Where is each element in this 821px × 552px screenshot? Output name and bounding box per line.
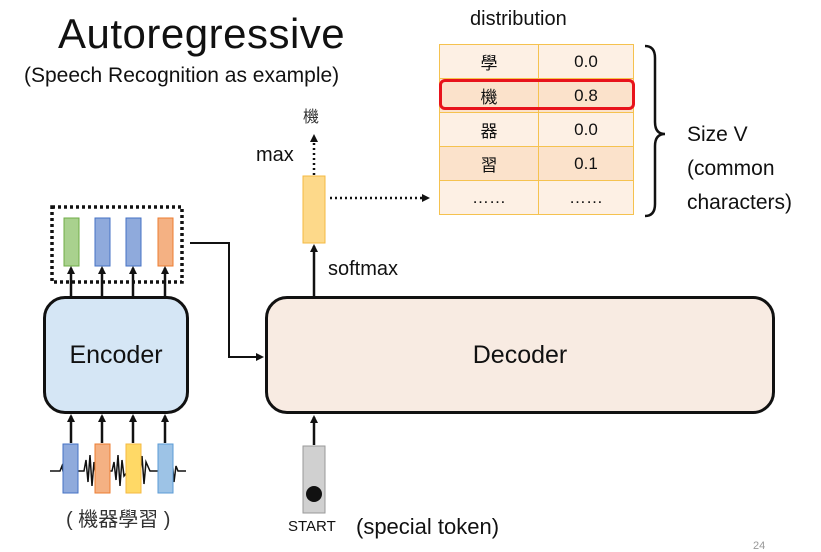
encoder-block: Encoder — [43, 296, 189, 414]
table-row: 習 0.1 — [439, 146, 634, 181]
decoder-block: Decoder — [265, 296, 775, 414]
encoder-output-box — [50, 205, 184, 284]
encoder-output-vector — [125, 217, 142, 267]
table-row: 學 0.0 — [439, 44, 634, 79]
size-note-line: Size V — [687, 123, 748, 146]
encoder-input-vector — [157, 443, 174, 494]
encoder-output-vector — [63, 217, 80, 267]
distribution-table: 學 0.0 機 0.8 器 0.0 習 0.1 …… …… — [439, 44, 634, 215]
softmax-label: softmax — [328, 258, 399, 280]
start-token-vector — [302, 445, 326, 514]
max-highlight-box — [439, 79, 635, 110]
encoder-label: Encoder — [69, 340, 163, 369]
table-row: 器 0.0 — [439, 112, 634, 147]
output-character: 機 — [303, 109, 320, 126]
prob-cell: 0.0 — [538, 44, 634, 79]
input-caption: ( 機器學習 ) — [66, 509, 171, 531]
size-brace — [644, 44, 666, 218]
prob-cell: 0.0 — [538, 112, 634, 147]
slide-subtitle: (Speech Recognition as example) — [24, 64, 340, 87]
encoder-input-vector — [125, 443, 142, 494]
decoder-label: Decoder — [472, 340, 568, 369]
size-note-line: (common — [687, 157, 775, 180]
max-label: max — [256, 144, 294, 166]
size-note: Size V (common characters) — [687, 118, 792, 220]
prob-cell: 0.1 — [538, 146, 634, 181]
encoder-output-vector — [94, 217, 111, 267]
start-token-dot — [306, 486, 322, 502]
prob-cell: …… — [538, 180, 634, 215]
encoder-output-vector — [157, 217, 174, 267]
special-token-note: (special token) — [356, 514, 500, 539]
start-token-label: START — [288, 518, 336, 535]
encoder-input-vector — [62, 443, 79, 494]
char-cell: 器 — [439, 112, 539, 147]
softmax-output-vector — [302, 175, 326, 244]
encoder-input-vector — [94, 443, 111, 494]
page-number: 24 — [753, 540, 766, 552]
size-note-line: characters) — [687, 191, 793, 214]
table-row: …… …… — [439, 180, 634, 215]
distribution-label: distribution — [470, 8, 567, 30]
char-cell: …… — [439, 180, 539, 215]
slide-title: Autoregressive — [58, 10, 346, 57]
